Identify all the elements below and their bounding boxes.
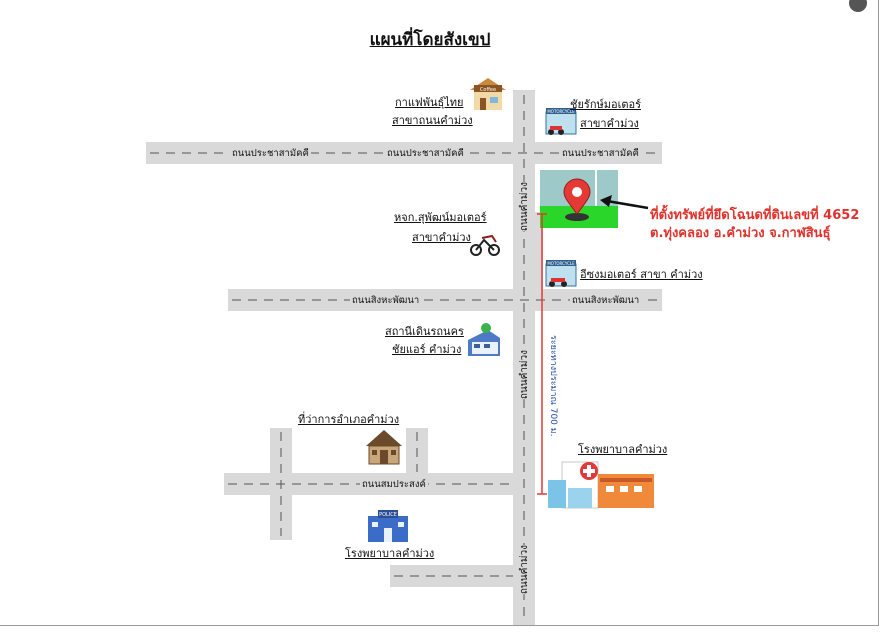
label-moto2-2: สาขาคำม่วง bbox=[412, 231, 471, 244]
road-label-khammuang-2: ถนนคำม่วง bbox=[517, 350, 532, 400]
label-hospital: โรงพยาบาลคำม่วง bbox=[578, 443, 668, 456]
road-label-prachasamakkhi-1: ถนนประชาสามัคคี bbox=[230, 146, 311, 161]
label-bus-2: ชัยแอร์ คำม่วง bbox=[392, 343, 462, 356]
moto-sign-2: MOTORCYCLE bbox=[547, 261, 575, 266]
target-line-1: ที่ตั้งทรัพย์ที่ยึดโฉนดที่ดินเลขที่ 4652 bbox=[650, 208, 860, 223]
label-district-office: ที่ว่าการอำเภอคำม่วง bbox=[298, 413, 400, 426]
label-coffee-1: กาแฟพันธุ์ไทย bbox=[395, 96, 464, 109]
label-moto3: อีซงมอเตอร์ สาขา คำม่วง bbox=[580, 268, 703, 281]
police-sign: POLICE bbox=[379, 512, 397, 518]
road-label-singhapattana-1: ถนนสิงหะพัฒนา bbox=[350, 293, 422, 308]
label-coffee-2: สาขาถนนคำม่วง bbox=[392, 114, 473, 127]
road-label-somprasong: ถนนสมประสงค์ bbox=[360, 477, 428, 492]
motorcycle-shop-icon-1: MOTORCYCLE bbox=[545, 108, 577, 135]
hospital-icon bbox=[548, 461, 654, 509]
motorcycle-icon bbox=[470, 234, 500, 256]
distance-label: ระยะทางประมาณ 700 ม. bbox=[548, 335, 558, 437]
coffee-shop-icon: Coffee bbox=[470, 78, 506, 110]
label-bus-1: สถานีเดินรถนคร bbox=[385, 325, 464, 338]
coffee-sign: Coffee bbox=[480, 87, 496, 93]
bus-station-icon bbox=[468, 323, 500, 356]
page-border-bottom bbox=[0, 625, 879, 626]
road-label-prachasamakkhi-2: ถนนประชาสามัคคี bbox=[385, 146, 466, 161]
road-lower bbox=[390, 565, 520, 587]
label-moto1-1: ชัยรักษ์มอเตอร์ bbox=[570, 98, 642, 111]
label-moto1-2: สาขาคำม่วง bbox=[580, 117, 639, 130]
road-label-khammuang-3: ถนนคำม่วง bbox=[517, 545, 532, 595]
motorcycle-shop-icon-2: MOTORCYCLE bbox=[545, 260, 577, 287]
road-label-prachasamakkhi-3: ถนนประชาสามัคคี bbox=[560, 146, 641, 161]
label-police: โรงพยาบาลคำม่วง bbox=[345, 547, 435, 560]
corner-mark bbox=[849, 0, 867, 12]
district-office-icon bbox=[366, 430, 402, 465]
map-title: แผนที่โดยสังเขป bbox=[369, 30, 491, 50]
target-line-2: ต.ทุ่งคลอง อ.คำม่วง จ.กาฬสินธุ์ bbox=[650, 226, 831, 241]
moto-sign-1: MOTORCYCLE bbox=[547, 109, 575, 114]
road-label-khammuang-1: ถนนคำม่วง bbox=[517, 182, 532, 232]
distance-line bbox=[537, 213, 547, 495]
target-arrow bbox=[606, 199, 649, 210]
police-station-icon: POLICE bbox=[368, 510, 408, 542]
road-spur bbox=[533, 212, 543, 290]
page-border-right bbox=[878, 0, 879, 625]
label-moto2-1: หจก.สุพัฒน์มอเตอร์ bbox=[394, 211, 487, 224]
target-label: ที่ตั้งทรัพย์ที่ยึดโฉนดที่ดินเลขที่ 4652… bbox=[650, 207, 859, 243]
road-label-singhapattana-2: ถนนสิงหะพัฒนา bbox=[570, 293, 642, 308]
